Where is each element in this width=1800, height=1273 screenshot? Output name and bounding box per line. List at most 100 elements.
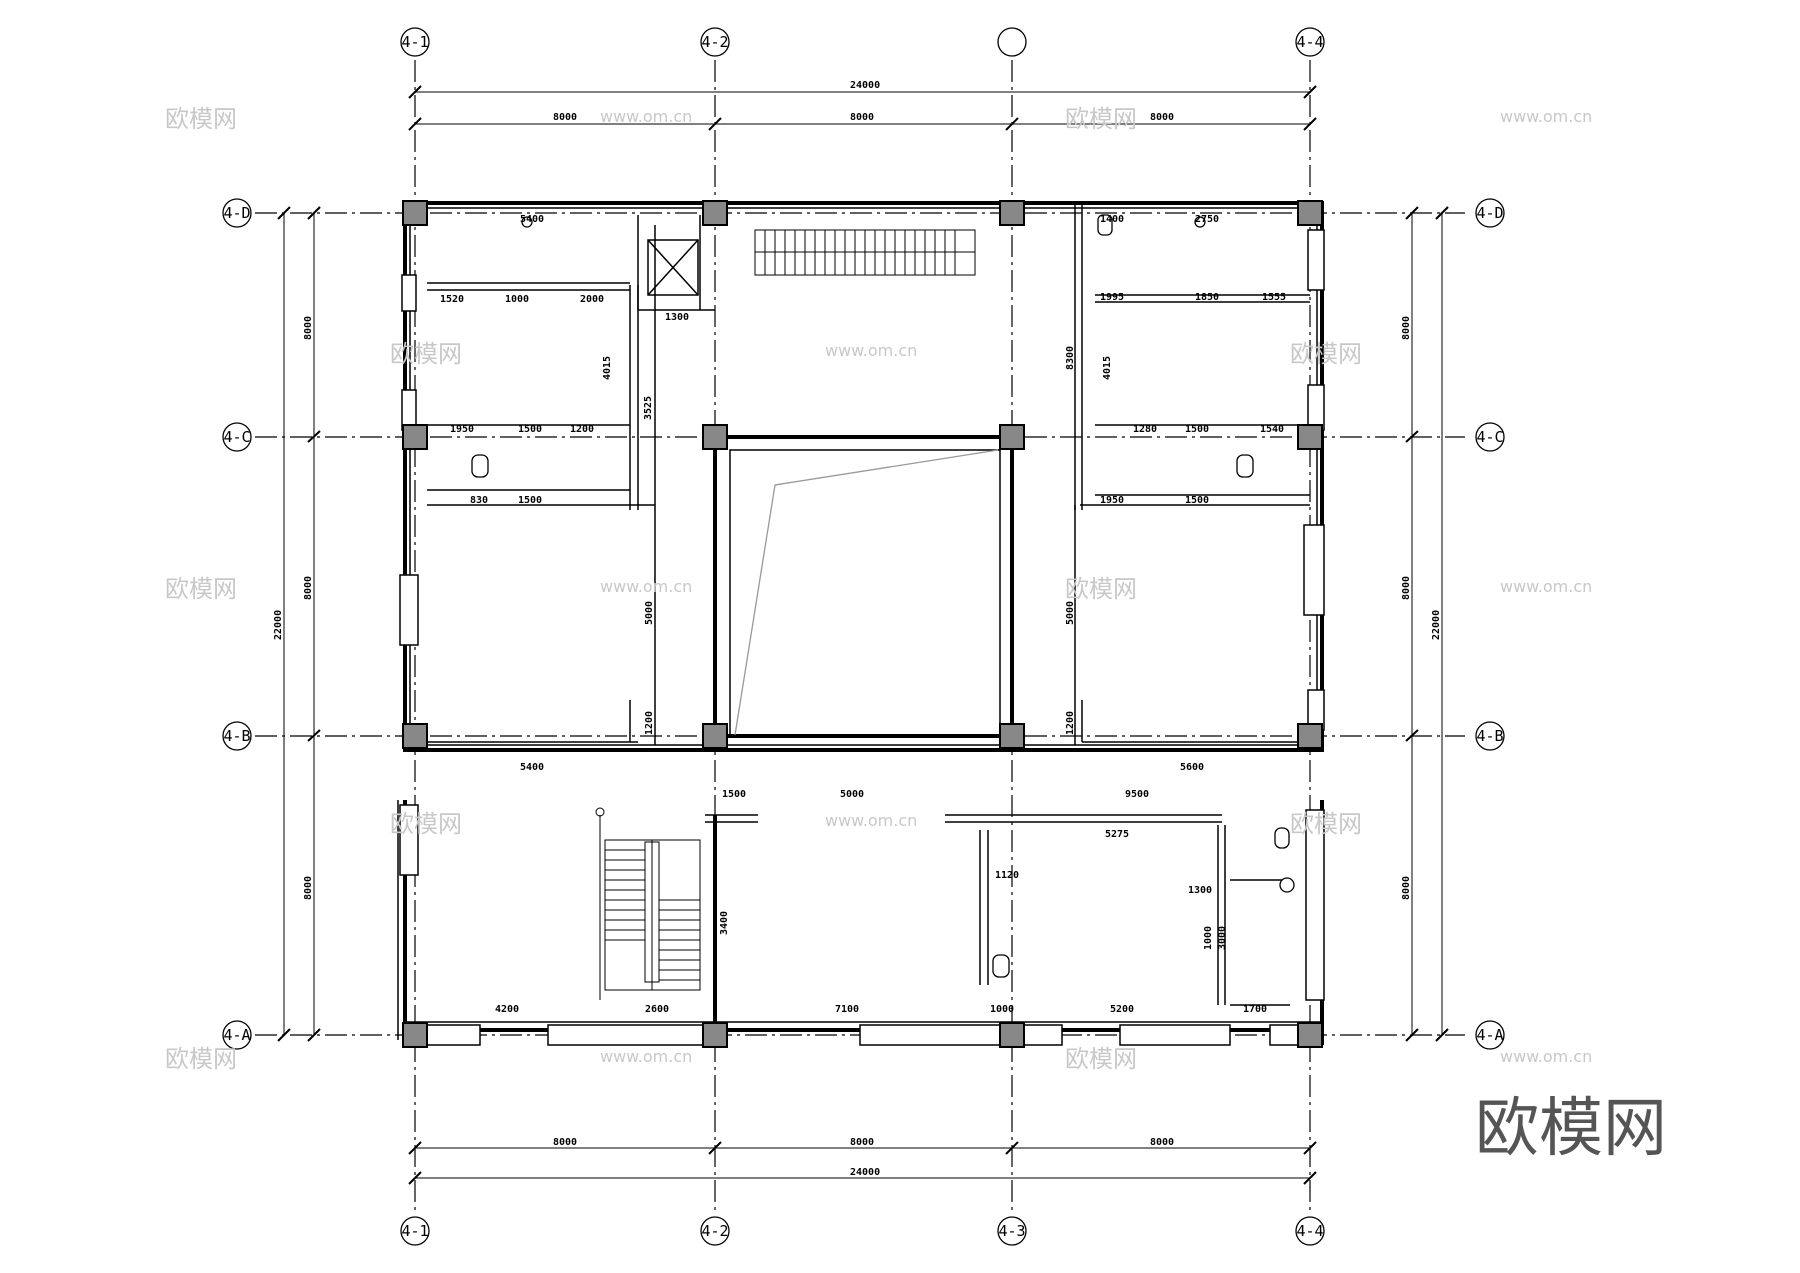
svg-text:欧模网: 欧模网 — [390, 340, 462, 368]
axis-bubble-top-4: 4-4 — [1295, 27, 1325, 57]
svg-text:1520: 1520 — [440, 294, 464, 305]
svg-text:4-D: 4-D — [1476, 204, 1503, 222]
svg-text:830: 830 — [470, 495, 488, 506]
svg-text:4-1: 4-1 — [401, 33, 428, 51]
svg-text:4-2: 4-2 — [701, 33, 728, 51]
brand-logo: 欧模网 — [1475, 1092, 1667, 1166]
dim-top-span-2: 8000 — [850, 112, 874, 123]
svg-text:1500: 1500 — [518, 495, 542, 506]
axis-bubble-top-3 — [997, 27, 1027, 57]
svg-text:4015: 4015 — [1102, 356, 1113, 380]
svg-text:4-C: 4-C — [1476, 428, 1503, 446]
svg-text:1400: 1400 — [1100, 214, 1124, 225]
dim-left-span-2: 8000 — [303, 576, 314, 600]
top-stair — [754, 229, 976, 276]
exterior-walls — [397, 201, 1324, 1045]
svg-text:7100: 7100 — [835, 1004, 859, 1015]
svg-text:www.om.cn: www.om.cn — [1500, 1047, 1592, 1066]
svg-text:1995: 1995 — [1100, 292, 1124, 303]
svg-text:1950: 1950 — [1100, 495, 1124, 506]
svg-text:5000: 5000 — [840, 789, 864, 800]
atrium-void — [713, 435, 1014, 738]
svg-text:4-A: 4-A — [1476, 1026, 1503, 1044]
axis-bubble-right-c: 4-C — [1475, 422, 1505, 452]
svg-text:www.om.cn: www.om.cn — [825, 811, 917, 830]
dim-top-span-3: 8000 — [1150, 112, 1174, 123]
svg-text:1700: 1700 — [1243, 1004, 1267, 1015]
svg-text:1000: 1000 — [505, 294, 529, 305]
axis-bubble-right-b: 4-B — [1475, 721, 1505, 751]
svg-text:4-1: 4-1 — [401, 1222, 428, 1240]
svg-text:4-C: 4-C — [223, 428, 250, 446]
dim-right-span-2: 8000 — [1401, 576, 1412, 600]
axis-bubble-right-a: 4-A — [1475, 1020, 1505, 1050]
lift-shaft — [647, 239, 699, 296]
svg-text:2000: 2000 — [580, 294, 604, 305]
svg-text:4-B: 4-B — [223, 727, 250, 745]
svg-text:1555: 1555 — [1262, 292, 1286, 303]
toilet-icon — [1274, 827, 1290, 849]
toilet-icon — [992, 954, 1010, 978]
dim-right-span-3: 8000 — [1401, 876, 1412, 900]
svg-text:5600: 5600 — [1180, 762, 1204, 773]
svg-text:欧模网: 欧模网 — [1290, 810, 1362, 838]
svg-text:1120: 1120 — [995, 870, 1019, 881]
axis-bubble-bottom-4: 4-4 — [1295, 1216, 1325, 1246]
interior-dimensions: 5400 5400 5600 1500 5000 9500 4200 2600 … — [440, 214, 1286, 1015]
dim-right-total: 22000 — [1431, 610, 1442, 640]
svg-text:4-4: 4-4 — [1296, 33, 1323, 51]
dim-bottom-span-2: 8000 — [850, 1137, 874, 1148]
svg-text:4-4: 4-4 — [1296, 1222, 1323, 1240]
svg-text:欧模网: 欧模网 — [1065, 105, 1137, 133]
lower-stair — [595, 807, 701, 1000]
dim-right-span-1: 8000 — [1401, 316, 1412, 340]
svg-text:1500: 1500 — [1185, 424, 1209, 435]
dim-top-total: 24000 — [850, 80, 880, 91]
svg-text:欧模网: 欧模网 — [390, 810, 462, 838]
svg-text:4-B: 4-B — [1476, 727, 1503, 745]
dim-left-span-1: 8000 — [303, 316, 314, 340]
svg-text:1000: 1000 — [1203, 926, 1214, 950]
interior-walls — [427, 205, 1310, 1030]
svg-text:4015: 4015 — [602, 356, 613, 380]
svg-text:1200: 1200 — [570, 424, 594, 435]
svg-text:1200: 1200 — [644, 711, 655, 735]
svg-text:欧模网: 欧模网 — [1290, 340, 1362, 368]
svg-text:1500: 1500 — [1185, 495, 1209, 506]
columns — [402, 200, 1323, 1048]
svg-text:4200: 4200 — [495, 1004, 519, 1015]
svg-text:www.om.cn: www.om.cn — [1500, 107, 1592, 126]
svg-text:1950: 1950 — [450, 424, 474, 435]
svg-text:4-3: 4-3 — [998, 1222, 1025, 1240]
dimension-lines: 24000 8000 8000 8000 8000 8000 8000 2400… — [273, 80, 1449, 1185]
svg-text:3400: 3400 — [719, 911, 730, 935]
axis-bubble-top-1: 4-1 — [400, 27, 430, 57]
svg-text:5275: 5275 — [1105, 829, 1129, 840]
dim-top-span-1: 8000 — [553, 112, 577, 123]
svg-text:9500: 9500 — [1125, 789, 1149, 800]
svg-text:www.om.cn: www.om.cn — [1500, 577, 1592, 596]
svg-text:1500: 1500 — [722, 789, 746, 800]
dim-bottom-total: 24000 — [850, 1167, 880, 1178]
svg-text:4-A: 4-A — [223, 1026, 250, 1044]
toilet-icon — [471, 454, 489, 478]
svg-text:3000: 3000 — [1217, 926, 1228, 950]
svg-text:5200: 5200 — [1110, 1004, 1134, 1015]
svg-text:1280: 1280 — [1133, 424, 1157, 435]
svg-text:1540: 1540 — [1260, 424, 1284, 435]
svg-text:4-2: 4-2 — [701, 1222, 728, 1240]
svg-text:欧模网: 欧模网 — [1065, 1045, 1137, 1073]
watermarks: 欧模网 www.om.cn 欧模网 www.om.cn 欧模网 www.om.c… — [165, 105, 1592, 1073]
svg-text:5400: 5400 — [520, 762, 544, 773]
svg-text:欧模网: 欧模网 — [165, 575, 237, 603]
svg-text:3525: 3525 — [643, 396, 654, 420]
axis-bubble-bottom-1: 4-1 — [400, 1216, 430, 1246]
axis-bubble-left-b: 4-B — [222, 721, 252, 751]
svg-text:1300: 1300 — [665, 312, 689, 323]
dim-left-total: 22000 — [273, 610, 284, 640]
svg-text:www.om.cn: www.om.cn — [600, 107, 692, 126]
svg-text:2600: 2600 — [645, 1004, 669, 1015]
svg-text:5000: 5000 — [1065, 601, 1076, 625]
svg-text:4-D: 4-D — [223, 204, 250, 222]
